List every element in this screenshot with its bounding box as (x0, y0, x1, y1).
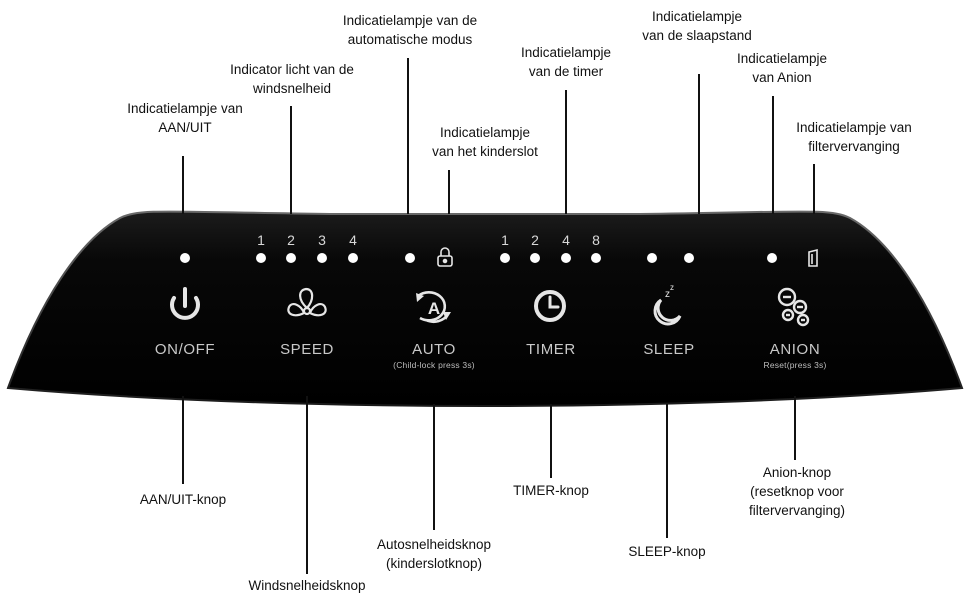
sleep-button-label[interactable]: SLEEP (643, 341, 695, 358)
timer-button-label[interactable]: TIMER (526, 341, 576, 358)
callout-anion-indicator: Indicatielampje van Anion (736, 51, 828, 85)
timer-level-2: 2 (531, 232, 539, 248)
callout-timer-indicator: Indicatielampje van de timer (520, 45, 612, 79)
callout-auto-button: Autosnelheidsknop (kinderslotknop) (376, 537, 492, 571)
callout-power-indicator: Indicatielampje van AAN/UIT (127, 101, 243, 135)
leader-lines (182, 58, 815, 574)
panel-body (6, 210, 964, 408)
led-anion (767, 253, 777, 263)
led-timer-4 (561, 253, 571, 263)
callout-filter-indicator: Indicatielampje van filtervervanging (796, 120, 912, 154)
led-timer-8 (591, 253, 601, 263)
anion-button-label[interactable]: ANION (769, 341, 821, 358)
callout-auto-indicator: Indicatielampje van de automatische modu… (342, 13, 478, 47)
auto-button-label[interactable]: AUTO (412, 341, 456, 358)
led-group (180, 253, 777, 263)
callout-timer-button: TIMER-knop (513, 483, 589, 498)
speed-button-label[interactable]: SPEED (280, 341, 334, 358)
sleep-moon-icon[interactable]: z z (653, 283, 682, 326)
led-power (180, 253, 190, 263)
led-timer-1 (500, 253, 510, 263)
led-speed-3 (317, 253, 327, 263)
svg-text:A: A (428, 299, 440, 318)
anion-button-sublabel: Reset(press 3s) (763, 360, 827, 370)
led-speed-1 (256, 253, 266, 263)
led-auto (405, 253, 415, 263)
callout-wind-indicator: Indicator licht van de windsnelheid (230, 62, 354, 96)
speed-level-1: 1 (257, 232, 265, 248)
speed-level-4: 4 (349, 232, 357, 248)
onoff-button-label[interactable]: ON/OFF (154, 341, 216, 358)
callout-sleep-indicator: Indicatielampje van de slaapstand (642, 9, 752, 43)
power-icon[interactable] (170, 287, 200, 320)
speed-level-2: 2 (287, 232, 295, 248)
timer-level-4: 4 (562, 232, 570, 248)
timer-level-1: 1 (501, 232, 509, 248)
svg-text:z: z (665, 289, 670, 300)
callout-wind-button: Windsnelheidsknop (248, 578, 366, 593)
auto-button-sublabel: (Child-lock press 3s) (393, 360, 475, 370)
lock-icon (437, 247, 453, 267)
fan-icon[interactable] (287, 287, 327, 317)
svg-text:z: z (670, 283, 674, 292)
led-timer-2 (530, 253, 540, 263)
led-sleep-2 (684, 253, 694, 263)
speed-level-3: 3 (318, 232, 326, 248)
clock-icon[interactable] (534, 290, 566, 322)
callout-sleep-button: SLEEP-knop (628, 544, 706, 559)
callout-anion-button: Anion-knop (resetknop voor filtervervang… (748, 465, 846, 518)
callout-power-button: AAN/UIT-knop (139, 492, 227, 507)
anion-icon[interactable] (777, 287, 810, 327)
led-speed-4 (348, 253, 358, 263)
auto-mode-icon[interactable]: A (416, 291, 451, 323)
led-speed-2 (286, 253, 296, 263)
timer-level-8: 8 (592, 232, 600, 248)
callout-childlock-indicator: Indicatielampje van het kinderslot (432, 125, 538, 159)
filter-icon (808, 248, 818, 267)
led-sleep-1 (647, 253, 657, 263)
